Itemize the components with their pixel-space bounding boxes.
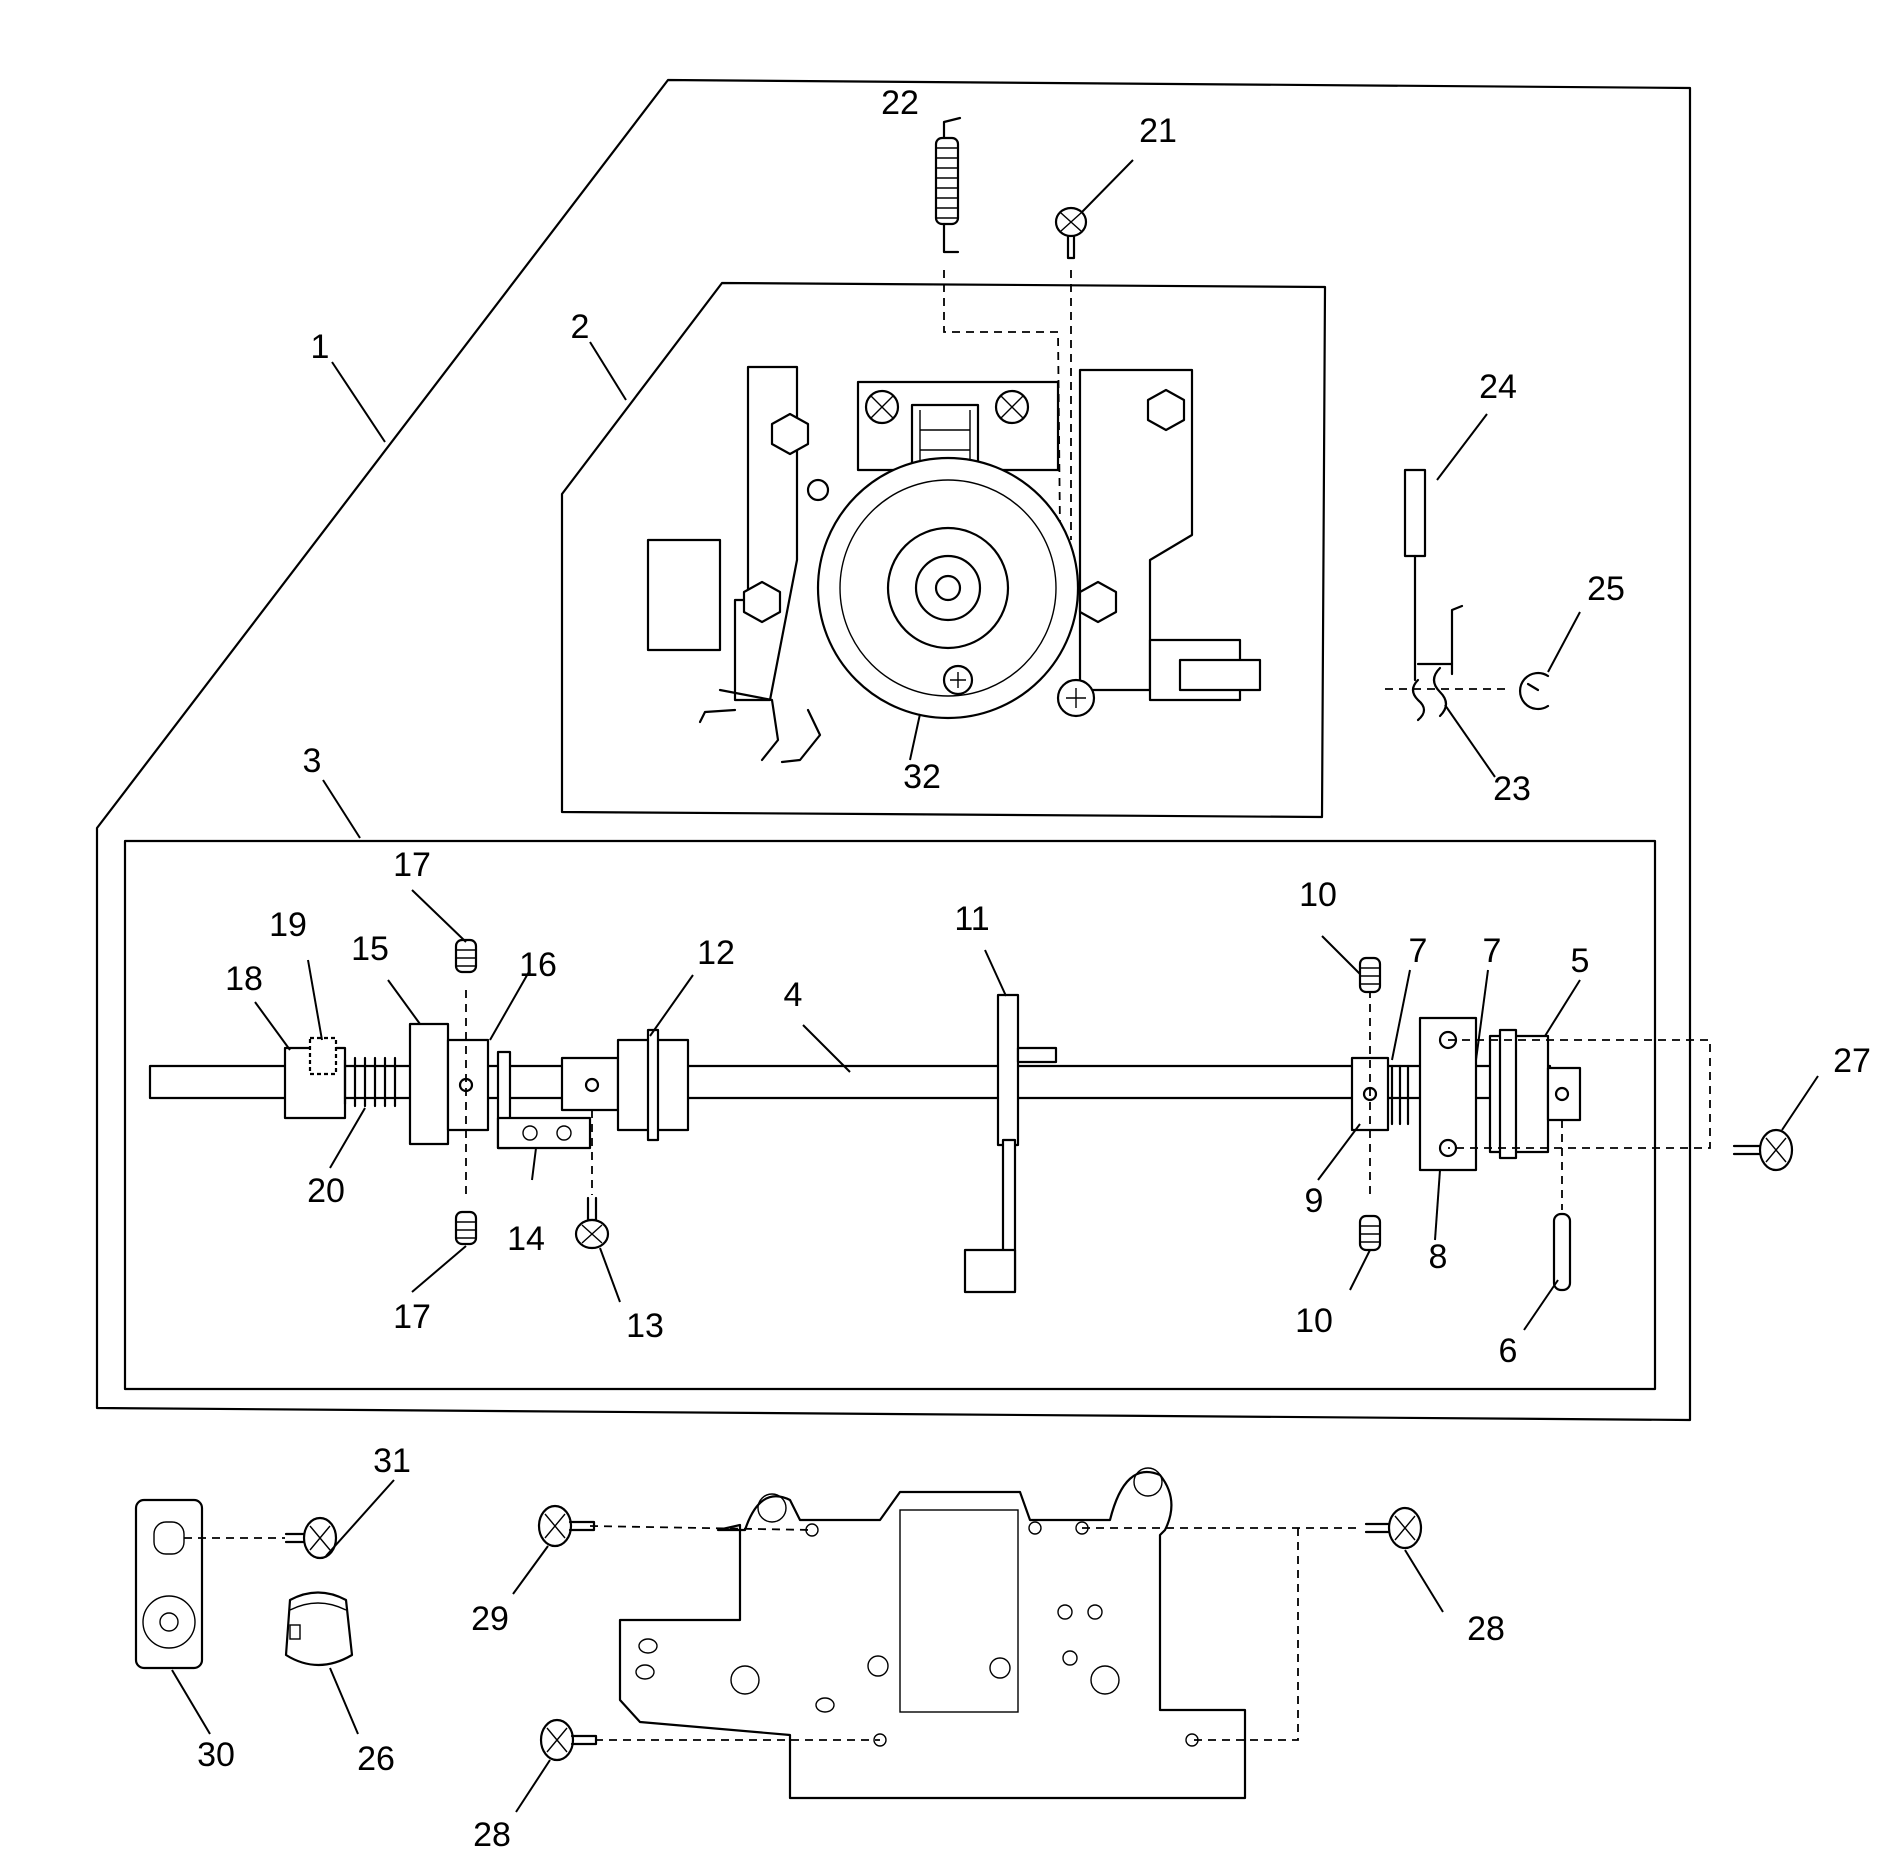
- spring-22: [934, 116, 962, 254]
- callout-30: 30: [197, 1736, 235, 1774]
- callout-29: 29: [471, 1600, 509, 1638]
- bushing-26: [284, 1591, 354, 1666]
- callout-28b: 28: [473, 1816, 511, 1854]
- callout-22: 22: [881, 84, 919, 122]
- screw-27: [1732, 1128, 1794, 1172]
- callout-9: 9: [1305, 1182, 1324, 1220]
- callout-17b: 17: [393, 1298, 431, 1336]
- callout-7b: 7: [1483, 932, 1502, 970]
- leader-dash-22: [943, 270, 1061, 531]
- leader-dash-29: [589, 1525, 813, 1531]
- leader-lines: [171, 159, 1819, 1813]
- callout-17a: 17: [393, 846, 431, 884]
- leader-dash-27: [1448, 1039, 1711, 1149]
- bracket-30: [134, 1498, 204, 1670]
- e-ring-25: [1518, 671, 1550, 711]
- screw-31: [284, 1516, 338, 1560]
- callout-19: 19: [269, 906, 307, 944]
- set-screw-17-bottom: [454, 1210, 478, 1246]
- callout-13: 13: [626, 1307, 664, 1345]
- screw-28-bottom: [539, 1718, 598, 1762]
- shaft-assembly-3: [148, 993, 1582, 1294]
- set-screw-10-bottom: [1358, 1214, 1382, 1252]
- callout-12: 12: [697, 934, 735, 972]
- callout-1: 1: [311, 328, 330, 366]
- callout-8: 8: [1429, 1238, 1448, 1276]
- hook-assembly-2: [646, 365, 1262, 764]
- callout-10a: 10: [1299, 876, 1337, 914]
- assembly-frame-3: [123, 839, 1657, 1391]
- set-screw-17-top: [454, 938, 478, 974]
- callout-24: 24: [1479, 368, 1517, 406]
- callout-5: 5: [1571, 942, 1590, 980]
- callout-2: 2: [571, 308, 590, 346]
- base-plate: [618, 1467, 1247, 1800]
- callout-23: 23: [1493, 770, 1531, 808]
- set-screw-10-top: [1358, 956, 1382, 994]
- callout-20: 20: [307, 1172, 345, 1210]
- screw-13: [574, 1196, 610, 1250]
- callout-11: 11: [954, 900, 989, 938]
- callout-6: 6: [1499, 1332, 1518, 1370]
- callout-10b: 10: [1295, 1302, 1333, 1340]
- assembly-frame-2: [560, 281, 1327, 819]
- callout-7a: 7: [1409, 932, 1428, 970]
- callout-26: 26: [357, 1740, 395, 1778]
- screw-28-right: [1364, 1506, 1423, 1550]
- screw-21: [1054, 206, 1088, 260]
- callout-18: 18: [225, 960, 263, 998]
- callout-14: 14: [507, 1220, 545, 1258]
- callout-32: 32: [903, 758, 941, 796]
- callout-labels: 1 2 3 4 5 6 7 7 8 9 10 10 11 12 13 14 15…: [197, 84, 1871, 1854]
- callout-4: 4: [784, 976, 803, 1014]
- assembly-frame-1: [95, 78, 1692, 1422]
- callout-21: 21: [1139, 112, 1177, 150]
- spring-23-24: [1403, 468, 1464, 722]
- callout-16: 16: [519, 946, 557, 984]
- callout-28a: 28: [1467, 1610, 1505, 1648]
- callout-31: 31: [373, 1442, 411, 1480]
- screw-29: [537, 1504, 596, 1548]
- leader-dash-28-right: [1082, 1527, 1360, 1741]
- callout-15: 15: [351, 930, 389, 968]
- callout-3: 3: [303, 742, 322, 780]
- callout-25: 25: [1587, 570, 1625, 608]
- pin-6: [1552, 1212, 1572, 1292]
- callout-27: 27: [1833, 1042, 1871, 1080]
